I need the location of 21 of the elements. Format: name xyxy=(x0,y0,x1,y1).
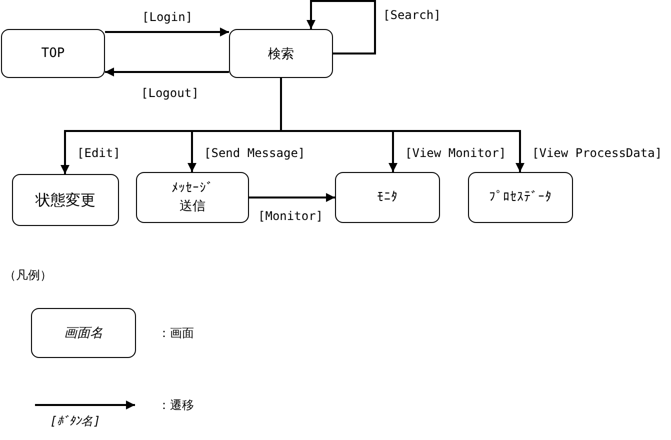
legend-sample-box: 画面名 xyxy=(31,308,136,358)
screen-box: 状態変更 xyxy=(12,174,119,226)
arrow xyxy=(280,78,524,172)
edge-label: [View ProcessData] xyxy=(532,146,662,160)
edge-label: [Logout] xyxy=(141,86,199,100)
screen-box: TOP xyxy=(1,29,105,78)
arrow xyxy=(105,68,229,76)
edge-label: [Edit] xyxy=(77,146,120,160)
edge-label: [Login] xyxy=(142,10,193,24)
edge-label: [Search] xyxy=(383,8,441,22)
screen-box: ﾌﾟﾛｾｽﾃﾞｰﾀ xyxy=(468,172,573,223)
edge-label: [Monitor] xyxy=(258,208,324,222)
edge-label: [View Monitor] xyxy=(405,146,506,160)
screen-box: ﾒｯｾｰｼﾞ送信 xyxy=(136,172,249,223)
arrow xyxy=(105,28,229,36)
button-name-label: [ﾎﾞﾀﾝ名] xyxy=(50,414,100,428)
screen-box: 検索 xyxy=(229,29,333,78)
arrow xyxy=(249,193,335,202)
edge-label: [Send Message] xyxy=(204,146,306,160)
screen-box: ﾓﾆﾀ xyxy=(335,172,440,223)
arrow xyxy=(306,0,376,54)
